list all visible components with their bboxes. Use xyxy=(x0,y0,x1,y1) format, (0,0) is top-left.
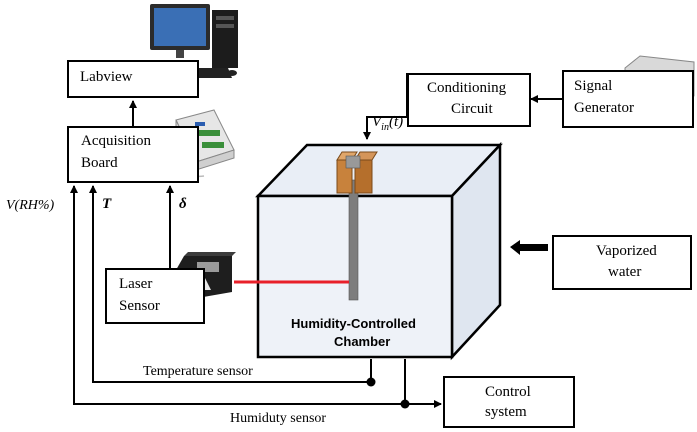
clamp-icon xyxy=(336,151,378,194)
delta-signal-label: δ xyxy=(179,196,187,212)
signal-label-line1: Signal xyxy=(574,78,613,94)
temperature-sensor-label: Temperature sensor xyxy=(143,364,253,379)
conditioning-label-line2: Circuit xyxy=(451,101,493,117)
vaporized-water-box: Vaporized water xyxy=(552,235,692,290)
wire-humidity xyxy=(70,185,406,405)
control-system-box: Control system xyxy=(443,376,575,428)
conditioning-circuit-box: Conditioning Circuit xyxy=(407,73,531,127)
chamber-label-line2: Chamber xyxy=(334,334,391,349)
laser-sensor-box: Laser Sensor xyxy=(105,268,205,324)
acquisition-label-line1: Acquisition xyxy=(81,133,151,149)
wire-temperature xyxy=(89,185,372,383)
laser-label-line1: Laser xyxy=(119,276,153,292)
acquisition-board-box: Acquisition Board xyxy=(67,126,199,183)
vin-tail: (t) xyxy=(388,114,404,130)
control-label-line1: Control xyxy=(485,384,531,400)
vin-sub: in xyxy=(381,122,389,133)
humidity-sensor-label: Humiduty sensor xyxy=(230,411,327,426)
cantilever-beam xyxy=(348,179,359,301)
signal-label-line2: Generator xyxy=(574,100,634,116)
labview-label: Labview xyxy=(80,69,133,85)
temperature-signal-label: T xyxy=(102,196,112,212)
vrh-signal-label: V(RH%) xyxy=(6,198,55,213)
signal-generator-box: Signal Generator xyxy=(562,70,694,128)
vapor-arrow xyxy=(510,240,548,255)
chamber-label-line1: Humidity-Controlled xyxy=(291,316,416,331)
laser-label-line2: Sensor xyxy=(119,298,160,314)
vapor-label-line1: Vaporized xyxy=(596,243,657,259)
temp-junction xyxy=(366,377,376,387)
acquisition-label-line2: Board xyxy=(81,155,118,171)
vin-signal-label: Vin(t) xyxy=(372,114,403,133)
conditioning-label-line1: Conditioning xyxy=(427,80,507,96)
control-label-line2: system xyxy=(485,404,527,420)
labview-box: Labview xyxy=(67,60,199,98)
vin-main: V xyxy=(372,114,382,130)
vapor-label-line2: water xyxy=(608,264,642,280)
computer-icon xyxy=(150,4,238,78)
